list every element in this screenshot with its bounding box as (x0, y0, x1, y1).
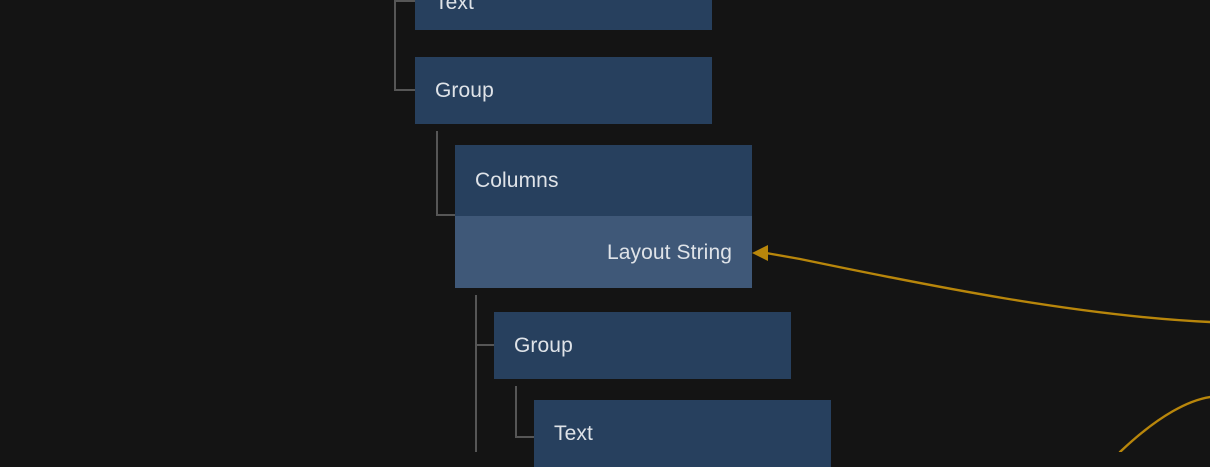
node-header[interactable]: Group (494, 312, 791, 379)
node-header[interactable]: Columns (455, 145, 752, 216)
node-title: Text (435, 0, 474, 14)
tree-connector-line (394, 0, 415, 2)
graph-node[interactable]: Text (534, 400, 831, 467)
node-title: Group (435, 79, 494, 102)
tree-connector-line (515, 436, 536, 438)
tree-connector-line (515, 386, 517, 438)
graph-node[interactable]: Group (494, 312, 791, 379)
graph-node[interactable]: Text (415, 0, 712, 30)
graph-node[interactable]: Group (415, 57, 712, 124)
link-curve (764, 251, 1210, 324)
tree-connector-line (475, 295, 477, 452)
link-arrowhead-icon (752, 245, 768, 261)
tree-connector-line (394, 0, 396, 91)
node-title: Group (514, 334, 573, 357)
tree-connector-line (475, 344, 496, 346)
node-port-row[interactable]: Layout String (455, 216, 752, 288)
tree-connector-line (436, 214, 457, 216)
node-title: Text (554, 422, 593, 445)
node-header[interactable]: Text (534, 400, 831, 467)
tree-connector-line (394, 89, 415, 91)
node-title: Columns (475, 169, 559, 192)
tree-connector-line (436, 131, 438, 216)
link-curve (1118, 395, 1210, 452)
node-header[interactable]: Text (415, 0, 712, 30)
node-header[interactable]: Group (415, 57, 712, 124)
node-port-label: Layout String (606, 240, 732, 264)
